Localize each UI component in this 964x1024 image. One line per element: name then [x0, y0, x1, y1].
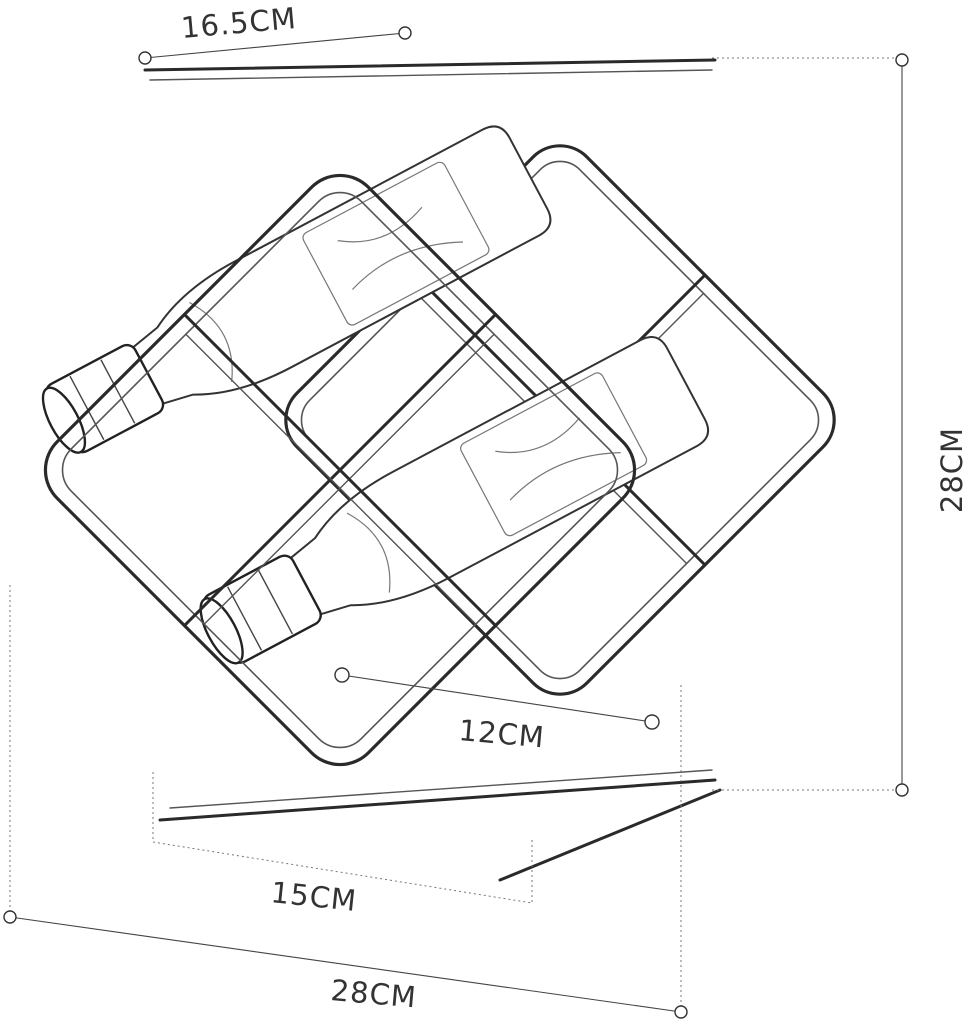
- inner-span-label: 12CM: [457, 713, 546, 754]
- dimension-inner-span: 12CM: [334, 667, 660, 754]
- connecting-rods: [143, 58, 722, 882]
- height-endpoint-bottom: [895, 783, 909, 797]
- wine-bottle-lower: [199, 336, 710, 665]
- top-depth-endpoint-right: [398, 26, 412, 40]
- top-depth-line: [144, 32, 406, 59]
- dimension-top-depth: 16.5CM: [138, 1, 412, 65]
- wine-bottle-upper: [41, 125, 552, 454]
- inner-span-line: [341, 674, 653, 723]
- inner-span-endpoint-right: [644, 714, 660, 730]
- front-rack-frame: [43, 173, 637, 767]
- dimension-height: 28CM: [712, 53, 964, 797]
- top-depth-endpoint-left: [138, 51, 152, 65]
- base-depth-label: 15CM: [269, 875, 358, 918]
- base-width-label: 28CM: [329, 973, 418, 1014]
- dimension-base-width: 28CM: [3, 585, 688, 1019]
- dimension-base-depth: 15CM: [152, 772, 533, 918]
- height-endpoint-top: [895, 53, 909, 67]
- base-depth-line: [152, 841, 533, 904]
- base-width-endpoint-right: [674, 1005, 688, 1019]
- height-label: 28CM: [935, 427, 964, 513]
- inner-span-endpoint-left: [334, 667, 350, 683]
- top-depth-label: 16.5CM: [180, 1, 298, 45]
- base-width-endpoint-left: [3, 910, 17, 924]
- base-width-line: [9, 916, 682, 1013]
